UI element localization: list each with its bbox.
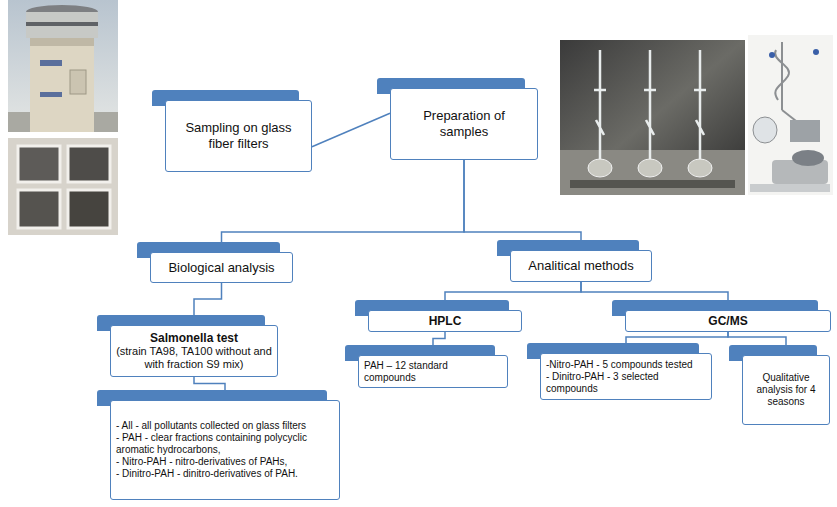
text-group: Biological analysis	[158, 260, 285, 276]
process-box: - All - all pollutants collected on glas…	[110, 400, 340, 500]
connector-line	[445, 282, 581, 300]
box-text: HPLC	[374, 314, 516, 328]
text-group: -Nitro-PAH - 5 compounds tested- Dinitro…	[546, 359, 706, 395]
box-text: - PAH - clear fractions containing polyc…	[116, 432, 334, 456]
connector-line	[194, 283, 222, 315]
process-box: Salmonella test(strain TA98, TA100 witho…	[110, 325, 278, 377]
text-group: PAH – 12 standard compounds	[364, 360, 502, 384]
filters-photo	[8, 138, 118, 235]
process-box: Biological analysis	[150, 252, 293, 283]
connector-line	[464, 160, 581, 240]
box-text: - Nitro-PAH - nitro-derivatives of PAHs,	[116, 456, 334, 468]
box-text: Preparation of samples	[406, 108, 522, 139]
text-group: Preparation of samples	[406, 108, 522, 139]
connector-line	[626, 332, 728, 343]
process-box: Qualitative analysis for 4 seasons	[742, 355, 830, 425]
connector-line	[312, 113, 390, 147]
text-group: HPLC	[374, 314, 516, 328]
text-group: - All - all pollutants collected on glas…	[116, 420, 334, 480]
connector-line	[581, 282, 728, 300]
process-box: Preparation of samples	[390, 88, 538, 160]
sampler-photo	[8, 0, 118, 132]
process-box: GC/MS	[625, 310, 831, 332]
process-box: HPLC	[368, 310, 522, 332]
process-box: Sampling on glass fiber filters	[165, 100, 312, 172]
box-text: (strain TA98, TA100 without and with fra…	[116, 345, 272, 371]
box-text: GC/MS	[631, 314, 825, 328]
box-text: Qualitative analysis for 4 seasons	[747, 372, 825, 408]
process-box: -Nitro-PAH - 5 compounds tested- Dinitro…	[540, 353, 712, 400]
process-box: Analitical methods	[510, 250, 652, 282]
text-group: GC/MS	[631, 314, 825, 328]
text-group: Salmonella test(strain TA98, TA100 witho…	[116, 331, 272, 372]
connector-line	[222, 160, 465, 242]
connector-line	[194, 377, 225, 390]
glassware-photo	[560, 40, 745, 195]
text-group: Analitical methods	[518, 258, 644, 274]
box-text: PAH – 12 standard compounds	[364, 360, 502, 384]
rotary-evaporator-photo	[748, 35, 833, 195]
process-box: PAH – 12 standard compounds	[358, 355, 508, 388]
box-text: - Dinitro-PAH - 3 selected compounds	[546, 371, 706, 395]
connector-line	[728, 332, 786, 345]
connector-line	[433, 332, 445, 345]
text-group: Sampling on glass fiber filters	[181, 120, 296, 151]
box-text: Biological analysis	[158, 260, 285, 276]
box-text: Sampling on glass fiber filters	[181, 120, 296, 151]
box-text: Analitical methods	[518, 258, 644, 274]
box-text: -Nitro-PAH - 5 compounds tested	[546, 359, 706, 371]
box-text: - Dinitro-PAH - dinitro-derivatives of P…	[116, 468, 334, 480]
box-text: Salmonella test	[116, 331, 272, 345]
box-text: - All - all pollutants collected on glas…	[116, 420, 334, 432]
text-group: Qualitative analysis for 4 seasons	[747, 372, 825, 408]
